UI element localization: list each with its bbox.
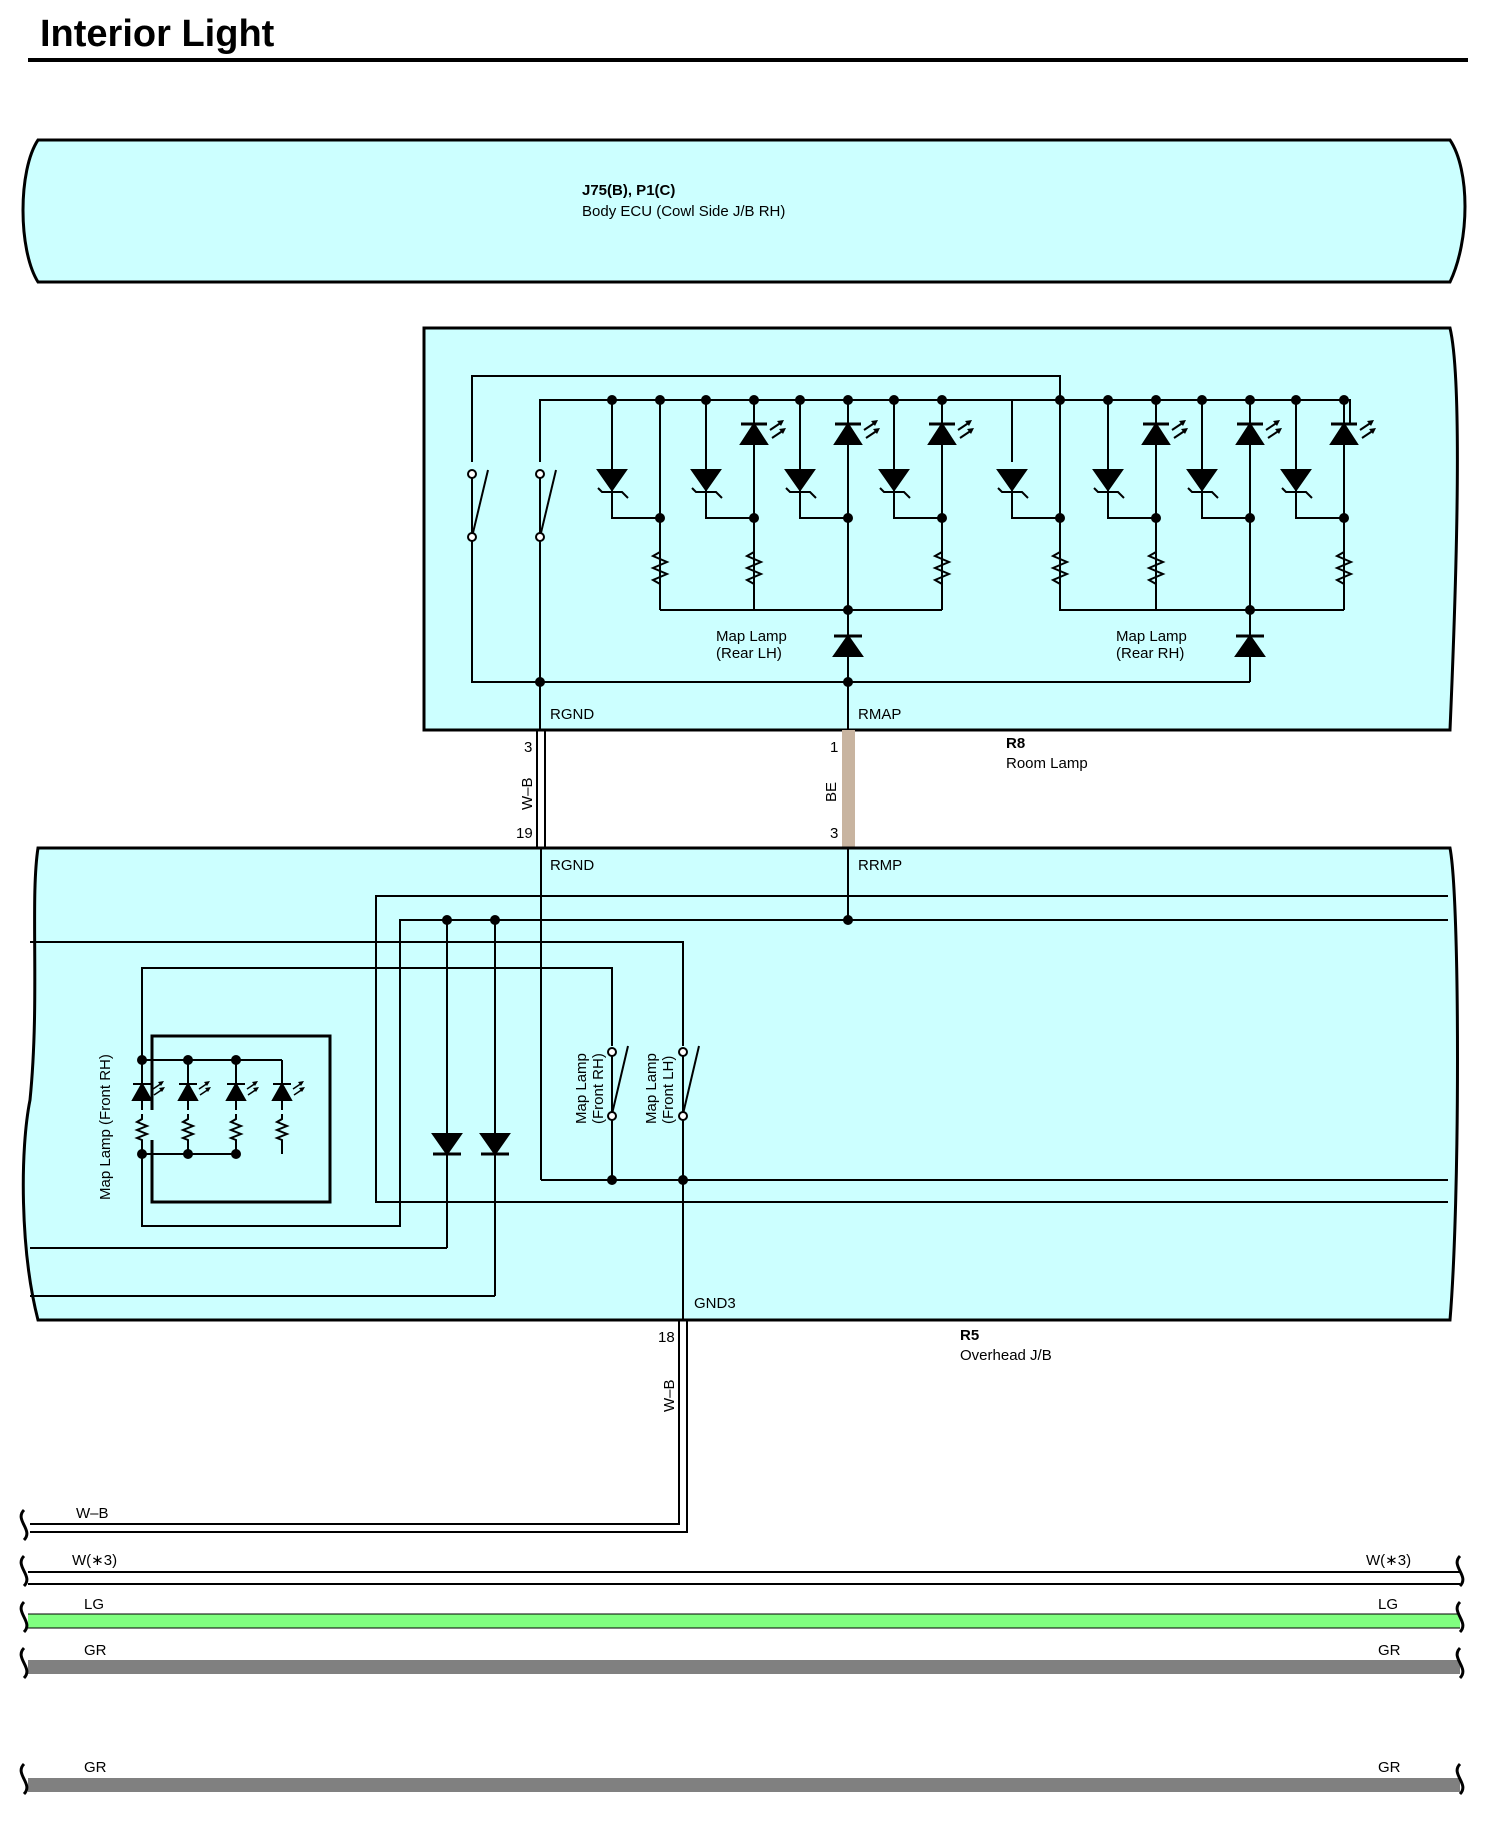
rear-rh-label-1: Map Lamp xyxy=(1116,628,1187,645)
pin-rrmp: RRMP xyxy=(858,857,902,874)
bus-5-left: GR xyxy=(84,1759,107,1776)
front-rh-lamp-label: Map Lamp (Front RH) xyxy=(97,1054,114,1200)
bus-4-left: GR xyxy=(84,1642,107,1659)
pin-rgnd-r8: RGND xyxy=(550,706,594,723)
bus-4-right: GR xyxy=(1378,1642,1401,1659)
switch-front-rh-label-2: (Front RH) xyxy=(590,1053,607,1124)
wire-rgnd-color: W–B xyxy=(519,777,536,810)
rear-lh-label-1: Map Lamp xyxy=(716,628,787,645)
pin-rmap-top: 1 xyxy=(830,739,838,756)
wire-rmap-color: BE xyxy=(823,782,840,802)
room-lamp-id: R8 xyxy=(1006,735,1025,752)
bus-2-left: W(∗3) xyxy=(72,1552,117,1569)
pin-rmap-bottom: 3 xyxy=(830,825,838,842)
wire-rmap xyxy=(842,730,855,848)
body-ecu-connector: J75(B), P1(C) xyxy=(582,182,675,199)
switch-front-rh-label-1: Map Lamp xyxy=(573,1053,590,1124)
pin-rgnd-top: 3 xyxy=(524,739,532,756)
page-title: Interior Light xyxy=(40,13,275,55)
body-ecu-name: Body ECU (Cowl Side J/B RH) xyxy=(582,203,785,220)
overhead-jb-name: Overhead J/B xyxy=(960,1347,1052,1364)
bus-3-left: LG xyxy=(84,1596,104,1613)
bus-2-right: W(∗3) xyxy=(1366,1552,1411,1569)
pin-rmap: RMAP xyxy=(858,706,901,723)
room-lamp-name: Room Lamp xyxy=(1006,755,1088,772)
pin-gnd3-number: 18 xyxy=(658,1329,675,1346)
wire-gnd3-color: W–B xyxy=(661,1379,678,1412)
bus-3-right: LG xyxy=(1378,1596,1398,1613)
pin-rgnd-r5: RGND xyxy=(550,857,594,874)
room-lamp-box xyxy=(422,326,1459,732)
wire-rgnd xyxy=(536,730,546,848)
rear-rh-label-2: (Rear RH) xyxy=(1116,645,1184,662)
rear-lh-label-2: (Rear LH) xyxy=(716,645,782,662)
pin-gnd3: GND3 xyxy=(694,1295,736,1312)
overhead-jb-id: R5 xyxy=(960,1327,979,1344)
pin-rgnd-bottom: 19 xyxy=(516,825,533,842)
switch-front-lh-label-1: Map Lamp xyxy=(643,1053,660,1124)
bus-5-right: GR xyxy=(1378,1759,1401,1776)
room-lamp-circuit xyxy=(467,375,1378,730)
body-ecu-box xyxy=(21,138,1467,284)
bus-1-left: W–B xyxy=(76,1505,109,1522)
bus-lines xyxy=(19,1508,1465,1796)
switch-front-lh-label-2: (Front LH) xyxy=(660,1056,677,1124)
overhead-jb-circuit xyxy=(30,848,1448,1320)
wire-gnd3 xyxy=(30,1320,688,1533)
